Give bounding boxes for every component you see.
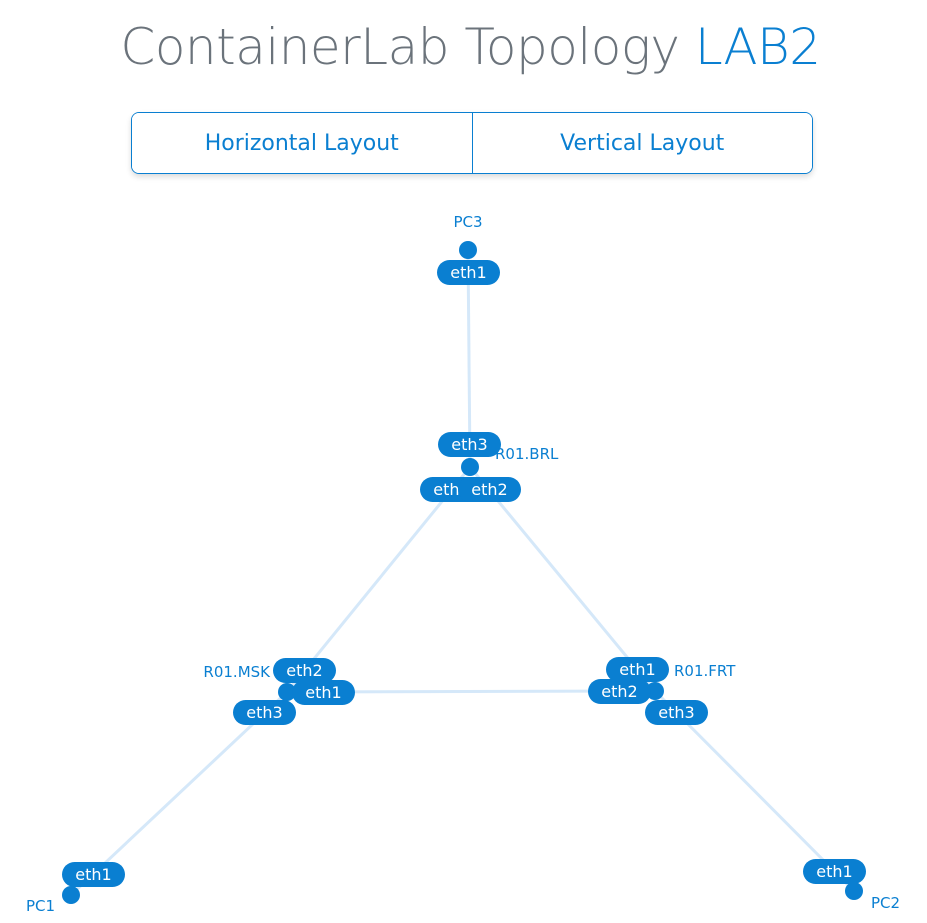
node-r01-frt[interactable]: [646, 682, 664, 700]
links: [69, 249, 856, 897]
iface-r01frt-eth1[interactable]: eth1: [606, 657, 669, 682]
link-r01brl-r01frt[interactable]: [468, 466, 657, 692]
iface-pc3-eth1[interactable]: eth1: [437, 260, 500, 285]
layout-toggle: Horizontal Layout Vertical Layout: [131, 112, 813, 174]
iface-pc2-eth1[interactable]: eth1: [803, 859, 866, 884]
iface-r01brl-eth3-label: eth3: [451, 435, 487, 454]
nodes: PC3 R01.BRL R01.MSK R01.FRT PC1 PC2: [26, 213, 900, 915]
node-pc2[interactable]: [845, 882, 863, 900]
iface-r01msk-eth3-label: eth3: [246, 703, 282, 722]
node-label-r01-brl: R01.BRL: [495, 445, 559, 463]
node-label-r01-msk: R01.MSK: [203, 663, 271, 681]
iface-pc2-eth1-label: eth1: [816, 862, 852, 881]
vertical-layout-button[interactable]: Vertical Layout: [471, 113, 812, 173]
iface-r01msk-eth3[interactable]: eth3: [233, 700, 296, 725]
iface-r01frt-eth2-label: eth2: [601, 682, 637, 701]
node-pc3[interactable]: [459, 241, 477, 259]
interface-labels: eth1 eth3 eth1 eth2 eth2 eth3 et: [62, 260, 866, 887]
iface-r01msk-eth1-label: eth1: [305, 683, 341, 702]
horizontal-layout-button[interactable]: Horizontal Layout: [132, 113, 472, 173]
iface-r01brl-eth2-label: eth2: [471, 480, 507, 499]
iface-r01brl-eth2[interactable]: eth2: [458, 477, 521, 502]
page-title: ContainerLab Topology LAB2: [0, 14, 927, 80]
iface-pc3-eth1-label: eth1: [450, 263, 486, 282]
node-label-r01-frt: R01.FRT: [674, 662, 736, 680]
link-r01brl-r01msk[interactable]: [285, 466, 472, 693]
title-prefix: ContainerLab Topology: [120, 18, 695, 76]
link-r01msk-pc1[interactable]: [69, 690, 289, 897]
node-label-pc3: PC3: [453, 213, 482, 231]
node-label-pc1: PC1: [26, 897, 55, 915]
iface-pc1-eth1[interactable]: eth1: [62, 862, 125, 887]
iface-r01frt-eth3[interactable]: eth3: [645, 700, 708, 725]
iface-r01frt-eth1-label: eth1: [619, 660, 655, 679]
lab-name: LAB2: [694, 18, 821, 76]
node-r01-brl[interactable]: [461, 458, 479, 476]
link-pc3-r01brl[interactable]: [466, 249, 472, 468]
node-r01-msk[interactable]: [278, 683, 296, 701]
iface-r01frt-eth3-label: eth3: [658, 703, 694, 722]
node-pc1[interactable]: [62, 886, 80, 904]
iface-r01frt-eth2[interactable]: eth2: [588, 679, 651, 704]
iface-r01msk-eth1[interactable]: eth1: [292, 680, 355, 705]
iface-pc1-eth1-label: eth1: [75, 865, 111, 884]
iface-r01msk-eth2-label: eth2: [286, 661, 322, 680]
iface-r01msk-eth2[interactable]: eth2: [273, 658, 336, 683]
node-label-pc2: PC2: [871, 894, 900, 912]
iface-r01brl-eth3[interactable]: eth3: [438, 432, 501, 457]
